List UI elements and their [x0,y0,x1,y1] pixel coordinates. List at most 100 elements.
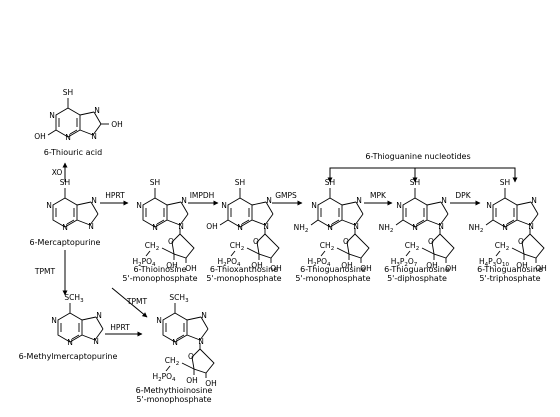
atom-o: O [518,237,524,246]
atom-n1: N [486,201,492,210]
atom-n9: N [178,222,184,231]
atom-sch3: SCH3 [169,293,189,304]
atom-n3: N [67,338,73,347]
atom-n1: N [51,316,57,325]
atom-n3: N [62,223,68,232]
bond [76,219,91,226]
enzyme-gmps: GMPS [275,191,297,200]
double-bond [156,219,165,225]
label-tgmp-name: 6-Thioguanosine [300,265,366,274]
atom-oh: OH [535,264,547,273]
atom-sh: SH [500,178,510,187]
atom-oh: OH [111,120,123,129]
atom-o: O [428,237,434,246]
atom-n1: N [136,201,142,210]
double-bond [331,219,340,225]
bond [320,250,326,257]
double-bond [506,219,515,225]
atom-n1: N [49,111,55,120]
atom-o: O [343,237,349,246]
bond [186,334,201,341]
atom-n7: N [266,196,272,205]
atom-n9: N [528,222,534,231]
atom-ch2: CH2 [230,241,244,252]
atom-oh: OH [360,264,372,273]
bond [440,201,449,215]
bond [90,201,99,215]
enzyme-mpk: MPK [370,191,387,200]
atom-n9: N [88,222,94,231]
atom-n7: N [181,196,187,205]
bond [180,201,189,215]
bond [395,219,404,226]
enzyme-xo: XO [52,168,63,177]
ribose-ring [521,233,545,259]
enzyme-tpmt-second: TPMT [126,297,148,306]
bond [81,316,97,321]
atom-sh: SH [325,178,335,187]
enzyme-tpmt: TPMT [34,267,56,276]
atom-n3: N [152,223,158,232]
label-timp-name: 6-Thioinosine [134,265,187,274]
label-tgtp-name: 6-Thioguanosine [477,265,543,274]
bond [79,129,94,136]
bond [516,201,532,206]
double-bond [71,334,80,340]
label-6-methylmercaptopurine: 6-Methylmercaptopurine [19,352,118,361]
bond [530,201,539,215]
atom-n3: N [65,133,71,142]
atom-sh: SH [235,178,245,187]
double-bond [69,129,78,135]
atom-n3: N [502,223,508,232]
atom-n1: N [221,201,227,210]
atom-sh: SH [63,88,73,97]
label-txmp-phosphate: 5'-monophosphate [206,274,281,283]
atom-oh: OH [341,261,353,270]
bond [199,328,209,341]
atom-phosphate: H2PO4 [307,257,331,268]
bond [495,250,501,257]
atom-n9: N [91,132,97,141]
bond [336,247,350,255]
bond [166,201,182,206]
atom-sh: SH [60,178,70,187]
bond [310,219,319,226]
atom-o: O [253,237,259,246]
atom-n3: N [172,338,178,347]
bond [92,123,102,136]
bond [165,365,171,372]
bond [200,316,209,330]
bond [421,247,435,255]
atom-phosphate: H4P3O10 [479,257,510,268]
atom-phosphate: H2PO4 [132,257,156,268]
atom-n9: N [263,222,269,231]
atom-n7: N [441,196,447,205]
double-bond [176,334,185,340]
atom-n7: N [96,311,102,320]
atom-n3: N [237,223,243,232]
label-tgdp-name: 6-Thioguanosine [384,265,450,274]
label-tgdp-phosphate: 5'-diphosphate [387,274,447,283]
atom-n3: N [327,223,333,232]
bond [94,328,104,341]
label-tgtp-phosphate: 5'-triphosphate [479,274,540,283]
atom-oh: OH [186,376,198,385]
bond [355,201,364,215]
bond [145,250,151,257]
atom-oh: OH [270,264,282,273]
ribose-ring [191,348,215,374]
atom-oh: OH [205,379,217,388]
bond [426,219,441,226]
atom-ch2: CH2 [495,241,509,252]
atom-n1: N [311,201,317,210]
atom-oh: OH [445,264,457,273]
atom-oh: OH [34,132,46,141]
bond [76,201,92,206]
double-bond [416,219,425,225]
atom-sh: SH [410,178,420,187]
atom-n9: N [93,337,99,346]
